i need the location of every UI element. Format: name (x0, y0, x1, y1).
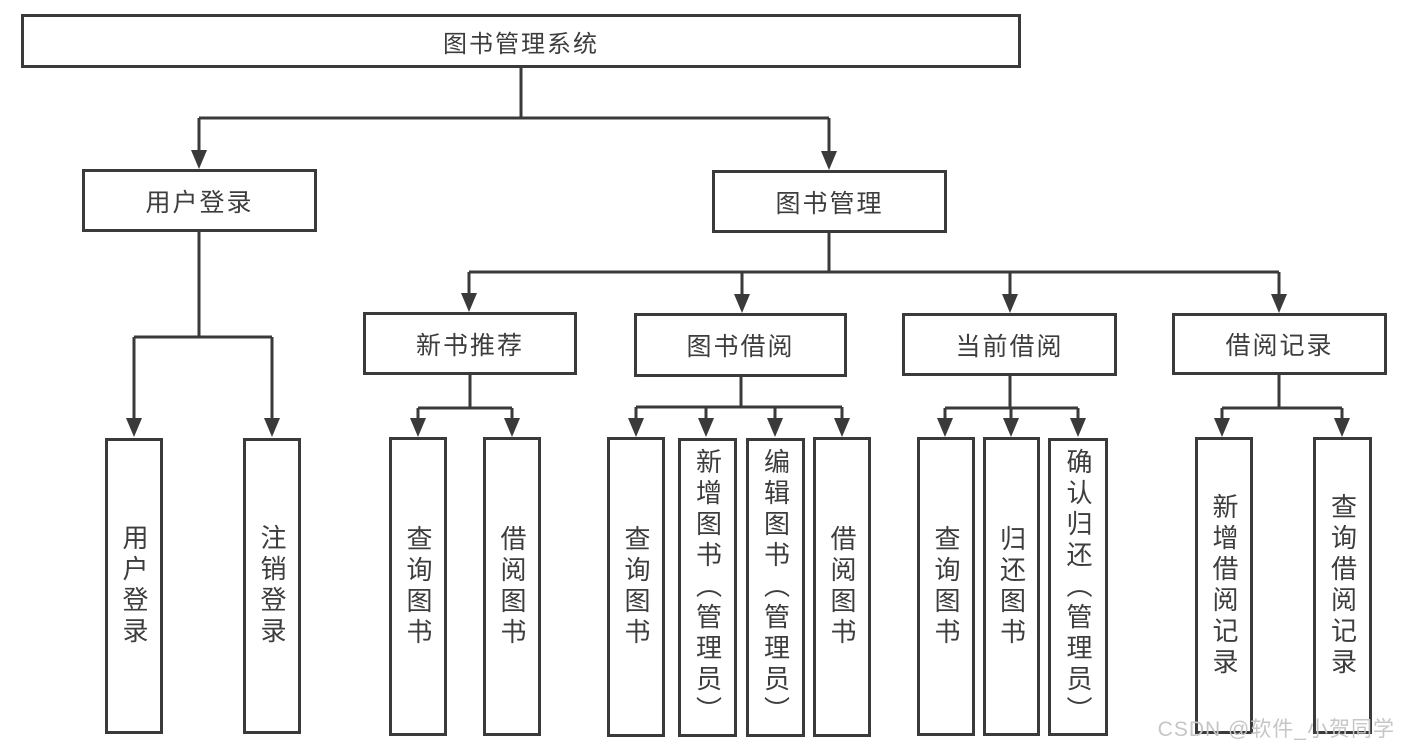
arrowhead-icon (191, 150, 207, 169)
arrowhead-icon (410, 418, 426, 437)
leaf-borrow-books-recommend: 借阅图书 (483, 437, 541, 736)
arrowhead-icon (504, 418, 520, 437)
arrowhead-icon (937, 418, 953, 437)
leaf-add-borrow-record: 新增借阅记录 (1195, 437, 1253, 734)
edge-user-login-to-leaves (132, 232, 274, 419)
arrowhead-icon (1334, 418, 1350, 437)
arrowhead-icon (1003, 418, 1019, 437)
edge-book-management-to-level3 (467, 233, 1281, 295)
node-user-login: 用户登录 (82, 169, 317, 232)
arrowhead-icon (767, 418, 783, 437)
arrowhead-icon (461, 293, 477, 312)
node-book-management: 图书管理 (712, 170, 947, 233)
arrowhead-icon (821, 151, 837, 170)
leaf-query-books-current: 查询图书 (917, 437, 975, 736)
leaf-confirm-return-admin: 确认归还（管理员） (1048, 438, 1108, 736)
edge-root-to-level2 (197, 68, 831, 152)
leaf-edit-book-admin: 编辑图书（管理员） (746, 438, 805, 737)
arrowhead-icon (628, 418, 644, 437)
arrowhead-icon (1070, 418, 1086, 437)
arrowhead-icon (1214, 418, 1230, 437)
leaf-logout: 注销登录 (243, 438, 301, 734)
node-book-borrow: 图书借阅 (634, 313, 847, 377)
edge-current-borrow-to-leaves (943, 376, 1080, 419)
node-library-system: 图书管理系统 (21, 14, 1021, 68)
arrowhead-icon (126, 418, 142, 437)
node-borrow-records: 借阅记录 (1172, 313, 1387, 375)
edge-borrow-records-to-leaves (1220, 375, 1344, 419)
edge-book-borrow-to-leaves (634, 377, 844, 419)
arrowhead-icon (1271, 294, 1287, 313)
arrowhead-icon (834, 418, 850, 437)
node-current-borrow: 当前借阅 (902, 313, 1117, 376)
connector-edges (132, 68, 1344, 419)
leaf-query-books-borrow: 查询图书 (607, 437, 665, 737)
leaf-query-borrow-record: 查询借阅记录 (1313, 437, 1372, 734)
leaf-query-books-recommend: 查询图书 (389, 437, 447, 736)
leaf-add-book-admin: 新增图书（管理员） (678, 438, 737, 737)
arrowheads (126, 150, 1350, 437)
watermark-text: CSDN @软件_小贺同学 (1157, 718, 1395, 741)
arrowhead-icon (264, 418, 280, 437)
edge-new-book-recommend-to-leaves (416, 375, 514, 419)
node-new-book-recommend: 新书推荐 (363, 312, 577, 375)
arrowhead-icon (1002, 294, 1018, 313)
leaf-return-book: 归还图书 (983, 437, 1040, 736)
leaf-borrow-books-2: 借阅图书 (813, 437, 871, 737)
arrowhead-icon (698, 418, 714, 437)
arrowhead-icon (734, 294, 750, 313)
leaf-user-login: 用户登录 (105, 438, 163, 734)
